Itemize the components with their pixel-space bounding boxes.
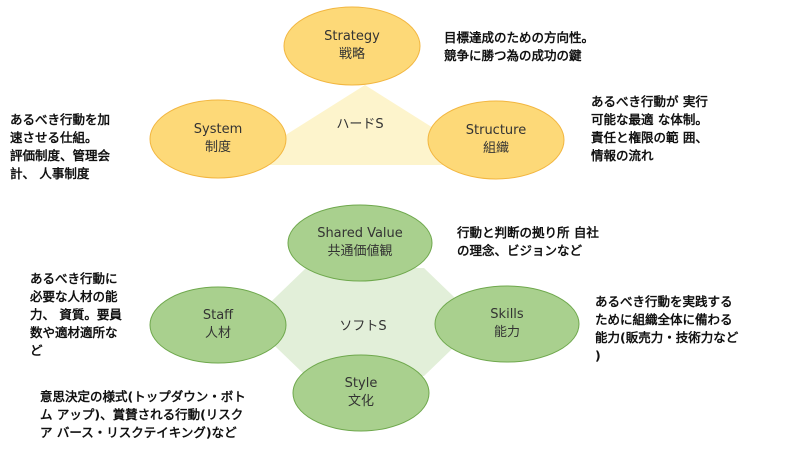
system-note: あるべき行動を加 速させる仕組。 評価制度、管理会 計、 人事制度 — [10, 111, 110, 183]
note-line: 力、 資質。要員 — [30, 307, 122, 322]
skills-ellipse — [434, 285, 580, 363]
shared-value-ellipse — [287, 204, 433, 282]
note-line: ) — [595, 348, 601, 363]
note-line: 競争に勝つ為の成功の鍵 — [444, 48, 582, 63]
note-line: 可能な最適 な体制。 — [591, 112, 708, 127]
note-line: 数や適材適所な — [30, 325, 118, 340]
note-line: 速させる仕組。 — [10, 130, 98, 145]
note-line: 意思決定の様式(トップダウン・ボト — [40, 389, 246, 404]
soft-s-label: ソフトS — [339, 318, 387, 334]
note-line: ど — [30, 343, 43, 358]
system-ellipse — [149, 99, 287, 179]
style-ellipse — [292, 354, 430, 432]
note-line: ために組織全体に備わる — [595, 312, 733, 327]
note-line: ア バース・リスクテイキング)など — [40, 425, 237, 440]
note-line: あるべき行動を加 — [10, 112, 111, 127]
structure-ellipse — [427, 100, 565, 180]
skills-note: あるべき行動を実践する ために組織全体に備わる 能力(販売力・技術力など ) — [595, 293, 738, 365]
note-line: あるべき行動に — [30, 271, 118, 286]
note-line: ム アップ)、賞賛される行動(リスク — [40, 407, 244, 422]
strategy-ellipse — [283, 6, 421, 86]
note-line: の理念、ビジョンなど — [457, 243, 583, 258]
hard-s-label: ハードS — [336, 116, 384, 132]
note-line: 計、 人事制度 — [10, 166, 90, 181]
note-line: あるべき行動を実践する — [595, 294, 733, 309]
note-line: 責任と権限の範 囲、 — [591, 130, 708, 145]
note-line: 必要な人材の能 — [30, 289, 118, 304]
note-line: 行動と判断の拠り所 自社 — [457, 225, 599, 240]
soft-s-hexagon — [250, 268, 480, 376]
staff-note: あるべき行動に 必要な人材の能 力、 資質。要員 数や適材適所な ど — [30, 270, 122, 360]
note-line: 評価制度、管理会 — [10, 148, 111, 163]
staff-ellipse — [149, 286, 287, 364]
structure-note: あるべき行動が 実行 可能な最適 な体制。 責任と権限の範 囲、 情報の流れ — [591, 93, 708, 165]
note-line: 能力(販売力・技術力など — [595, 330, 739, 345]
style-note: 意思決定の様式(トップダウン・ボト ム アップ)、賞賛される行動(リスク ア バ… — [40, 388, 246, 442]
note-line: 目標達成のための方向性。 — [444, 30, 595, 45]
strategy-note: 目標達成のための方向性。 競争に勝つ為の成功の鍵 — [444, 29, 594, 65]
shared-value-note: 行動と判断の拠り所 自社 の理念、ビジョンなど — [457, 224, 599, 260]
note-line: 情報の流れ — [591, 148, 654, 163]
note-line: あるべき行動が 実行 — [591, 94, 708, 109]
